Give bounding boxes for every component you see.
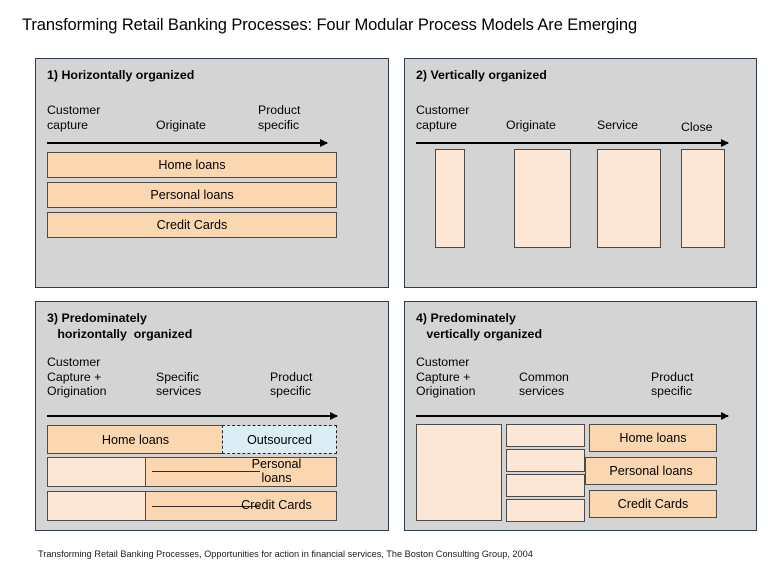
panel-2-column-1 <box>435 149 465 248</box>
panel-1-stage-product-specific: Product specific <box>258 103 301 132</box>
panel-4-middle-block-3 <box>506 474 585 497</box>
panel-1-bar-credit-cards-label: Credit Cards <box>156 218 228 232</box>
panel-4-middle-block-4 <box>506 499 585 522</box>
panel-3-row-3-left <box>47 491 148 521</box>
panel-4-product-personal-loans: Personal loans <box>585 457 717 485</box>
panel-1-bar-credit-cards: Credit Cards <box>47 212 337 238</box>
panel-2-column-3 <box>597 149 661 248</box>
panel-2-column-2 <box>514 149 571 248</box>
panel-2-process-arrow <box>416 139 729 146</box>
panel-2-column-4 <box>681 149 725 248</box>
panel-3-row-1-left-label: Home loans <box>101 432 170 447</box>
panel-4-product-personal-loans-label: Personal loans <box>609 464 693 478</box>
panel-3-title: 3) Predominately horizontally organized <box>47 311 193 341</box>
panel-vertically-organized: 2) Vertically organized Customer capture… <box>404 58 757 288</box>
panel-3-row-2-divider <box>152 471 260 473</box>
panel-2-title: 2) Vertically organized <box>416 68 547 82</box>
panel-4-stage-common-services: Common services <box>519 369 569 399</box>
panel-2-stage-close: Close <box>681 120 713 134</box>
panel-4-title: 4) Predominately vertically organized <box>416 311 543 341</box>
panel-1-title: 1) Horizontally organized <box>47 68 195 82</box>
panel-4-product-credit-cards-label: Credit Cards <box>617 497 689 511</box>
panel-4-middle-block-1 <box>506 424 585 447</box>
panel-1-bar-home-loans: Home loans <box>47 152 337 178</box>
panel-predominately-horizontally-organized: 3) Predominately horizontally organized … <box>35 301 389 531</box>
panel-4-product-home-loans: Home loans <box>589 424 717 452</box>
panel-3-row-1-outsourced-label: Outsourced <box>246 432 313 447</box>
panel-3-stage-specific-services: Specific services <box>156 369 202 399</box>
panel-1-bar-personal-loans: Personal loans <box>47 182 337 208</box>
panel-3-stage-customer-capture-origination: Customer Capture + Origination <box>47 355 107 398</box>
panel-2-stage-service: Service <box>597 117 639 132</box>
panel-3-process-arrow <box>47 412 338 419</box>
panel-3-row-2-left <box>47 457 148 487</box>
panel-1-stage-originate: Originate <box>156 117 206 132</box>
panel-3-row-3-divider <box>152 505 260 507</box>
panel-3-row-1-outsourced: Outsourced <box>222 425 337 454</box>
panel-4-process-arrow <box>416 412 729 419</box>
page-title: Transforming Retail Banking Processes: F… <box>22 16 638 34</box>
panel-1-stage-customer-capture: Customer capture <box>47 103 101 132</box>
panel-4-stage-product-specific: Product specific <box>651 369 694 399</box>
panel-4-product-home-loans-label: Home loans <box>619 431 687 445</box>
panel-4-stage-customer-capture-origination: Customer Capture + Origination <box>416 355 476 398</box>
panel-1-bar-personal-loans-label: Personal loans <box>150 188 234 202</box>
panel-2-stage-originate: Originate <box>506 117 556 132</box>
panel-4-left-block <box>416 424 502 521</box>
source-footer: Transforming Retail Banking Processes, O… <box>38 549 533 559</box>
panel-horizontally-organized: 1) Horizontally organized Customer captu… <box>35 58 389 288</box>
panel-3-row-1-left: Home loans <box>47 425 224 454</box>
panel-4-product-credit-cards: Credit Cards <box>589 490 717 518</box>
panel-1-bar-home-loans-label: Home loans <box>158 158 226 172</box>
panel-3-row-2-label: Personal loans <box>251 457 302 485</box>
panel-1-process-arrow <box>47 139 328 146</box>
panel-predominately-vertically-organized: 4) Predominately vertically organized Cu… <box>404 301 757 531</box>
panel-3-stage-product-specific: Product specific <box>270 369 313 399</box>
panel-3-row-3-right <box>145 491 337 521</box>
panel-2-stage-customer-capture: Customer capture <box>416 103 470 132</box>
panel-3-row-3-label: Credit Cards <box>241 498 312 512</box>
panel-4-middle-block-2 <box>506 449 585 472</box>
panel-3-row-2-right <box>145 457 337 487</box>
